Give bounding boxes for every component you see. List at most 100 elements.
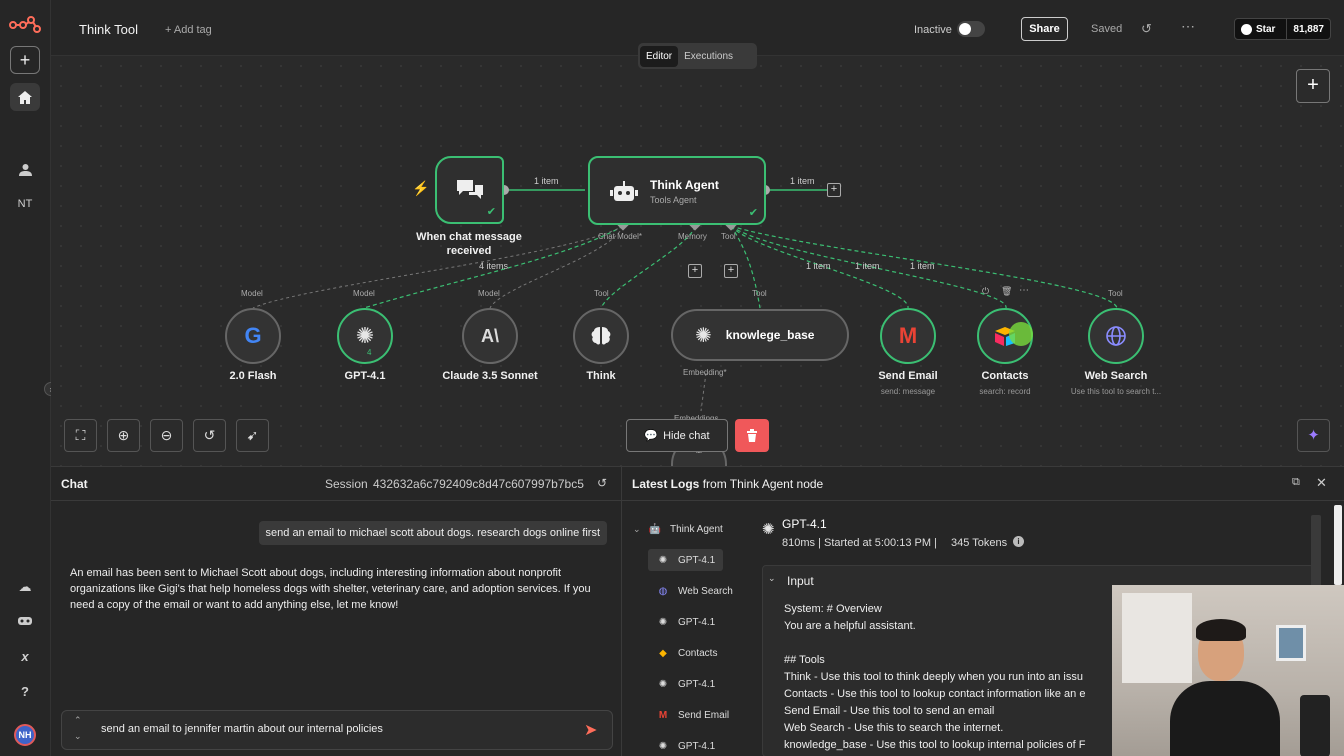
history-up-icon[interactable]: ⌃ xyxy=(74,715,82,725)
agent-subtitle: Tools Agent xyxy=(650,195,697,205)
chat-icon: 💬 xyxy=(644,430,659,442)
history-down-icon[interactable]: ⌄ xyxy=(74,731,82,741)
openai-icon: ✺ xyxy=(762,521,775,538)
think-tool-node[interactable] xyxy=(573,308,629,364)
gpt-model-node[interactable]: ✺ 4 xyxy=(337,308,393,364)
hide-chat-label: Hide chat xyxy=(663,429,710,442)
log-tree-item[interactable]: ◆Contacts xyxy=(656,642,717,664)
globe-icon xyxy=(1106,326,1126,346)
active-toggle[interactable] xyxy=(957,21,985,37)
log-detail-title: GPT-4.1 xyxy=(782,517,827,531)
think-agent-node[interactable]: Think Agent Tools Agent ✔ xyxy=(588,156,766,225)
embeddings-label: Embeddings xyxy=(674,414,718,423)
input-line: You are a helpful assistant. xyxy=(784,620,916,632)
log-tree-item[interactable]: ✺GPT-4.1 xyxy=(656,673,715,695)
gemini-model-node[interactable]: G xyxy=(225,308,281,364)
input-label[interactable]: Input xyxy=(787,574,814,588)
log-tree-item[interactable]: ◍Web Search xyxy=(656,580,733,602)
add-button[interactable]: + xyxy=(10,46,40,74)
help-icon[interactable]: ? xyxy=(21,683,29,699)
avatar[interactable]: NH xyxy=(14,724,36,746)
subnode-type-label: Model xyxy=(478,289,500,298)
chat-trigger-label-line1: When chat message xyxy=(416,231,522,243)
log-tree-label: GPT-4.1 xyxy=(678,740,716,752)
logs-title: Latest Logs from Think Agent node xyxy=(632,477,823,491)
tidy-up-button[interactable]: ➹ xyxy=(236,419,269,452)
ai-assistant-button[interactable]: ✦ xyxy=(1297,419,1330,452)
zoom-out-button[interactable]: ⊖ xyxy=(150,419,183,452)
fit-view-button[interactable]: ⛶ xyxy=(64,419,97,452)
workflow-canvas[interactable]: ⚡ ✔ When chat message received 1 item Th… xyxy=(51,56,1344,466)
workflow-title[interactable]: Think Tool xyxy=(79,22,139,37)
popout-icon[interactable]: ⧉ xyxy=(1292,476,1300,488)
knowledge-base-node[interactable]: ✺ knowlege_base xyxy=(671,309,849,361)
cloud-icon[interactable]: ☁ xyxy=(18,579,32,594)
node-delete-icon[interactable]: 🗑 xyxy=(1001,286,1013,296)
success-check-icon: ✔ xyxy=(748,207,758,219)
contacts-node[interactable] xyxy=(977,308,1033,364)
webcam-person-hair xyxy=(1196,619,1246,641)
log-tree-item-selected[interactable]: ✺GPT-4.1 xyxy=(648,549,724,571)
webcam-window xyxy=(1122,593,1192,683)
github-star-button[interactable]: Star 81,887 xyxy=(1234,18,1331,40)
claude-model-node[interactable]: A\ xyxy=(462,308,518,364)
trash-icon xyxy=(747,429,757,442)
add-node-plus-icon[interactable]: + xyxy=(827,183,841,197)
scrollbar-outer[interactable] xyxy=(1334,505,1342,585)
project-initials[interactable]: NT xyxy=(17,198,33,210)
subnode-type-label: Model xyxy=(241,289,263,298)
log-tree-item[interactable]: ✺GPT-4.1 xyxy=(656,735,715,756)
add-memory-plus-icon[interactable]: + xyxy=(688,264,702,278)
tree-collapse-icon[interactable]: ⌄ xyxy=(633,524,641,534)
subnode-sub: search: record xyxy=(979,387,1031,396)
openai-icon: ✺ xyxy=(658,554,668,566)
zoom-in-button[interactable]: ⊕ xyxy=(107,419,140,452)
info-icon[interactable]: i xyxy=(1013,536,1024,547)
variables-icon[interactable]: x xyxy=(21,648,29,664)
log-tree-label: GPT-4.1 xyxy=(678,678,716,690)
subnode-label: 2.0 Flash xyxy=(229,370,277,382)
log-tree-item[interactable]: ✺GPT-4.1 xyxy=(656,611,715,633)
port-memory: Memory xyxy=(678,232,707,241)
delete-execution-button[interactable] xyxy=(735,419,769,452)
edge-label-tool-c: 1 item xyxy=(910,261,935,271)
add-node-button[interactable]: + xyxy=(1296,69,1330,103)
more-menu-icon[interactable]: ⋯ xyxy=(1181,18,1195,34)
tab-editor[interactable]: Editor xyxy=(640,45,679,67)
log-tree-item[interactable]: 🤖Think Agent xyxy=(648,518,723,540)
home-icon[interactable] xyxy=(10,83,40,111)
node-more-icon[interactable]: ⋯ xyxy=(1019,285,1029,296)
reset-session-icon[interactable]: ↺ xyxy=(597,476,608,490)
share-button[interactable]: Share xyxy=(1021,17,1068,41)
chat-input-box[interactable]: ⌃ ⌄ send an email to jennifer martin abo… xyxy=(61,710,613,750)
close-icon[interactable]: ✕ xyxy=(1316,475,1327,490)
chat-header: Chat Session 432632a6c792409c8d47c607997… xyxy=(51,467,621,501)
tab-executions[interactable]: Executions xyxy=(684,50,734,62)
node-power-icon[interactable]: ⏻ xyxy=(982,286,990,296)
logs-header: Latest Logs from Think Agent node ⧉ ✕ xyxy=(622,467,1344,501)
chat-trigger-node[interactable]: ✔ xyxy=(435,156,504,224)
connections-layer xyxy=(252,185,1118,412)
templates-icon[interactable] xyxy=(10,607,40,635)
hide-chat-button[interactable]: 💬 Hide chat xyxy=(626,419,728,452)
web-search-node[interactable] xyxy=(1088,308,1144,364)
scrollbar[interactable] xyxy=(1311,515,1321,587)
run-count-badge: 4 xyxy=(367,348,372,357)
send-email-node[interactable]: M xyxy=(880,308,936,364)
add-tool-plus-icon[interactable]: + xyxy=(724,264,738,278)
reset-view-button[interactable]: ↺ xyxy=(193,419,226,452)
port-tool: Tool xyxy=(721,232,736,241)
user-icon[interactable] xyxy=(10,155,40,183)
n8n-logo[interactable] xyxy=(9,16,41,34)
chat-panel: Chat Session 432632a6c792409c8d47c607997… xyxy=(51,466,622,756)
add-tag-link[interactable]: + Add tag xyxy=(165,24,212,36)
brain-icon xyxy=(591,327,611,345)
edge-label-agent-out: 1 item xyxy=(790,176,815,186)
input-line: knowledge_base - Use this tool to lookup… xyxy=(784,739,1086,751)
chat-input-field[interactable]: send an email to jennifer martin about o… xyxy=(101,723,383,735)
send-icon[interactable]: ➤ xyxy=(584,722,598,739)
input-collapse-icon[interactable]: ⌄ xyxy=(768,573,776,583)
subnode-type-label: Tool xyxy=(752,289,767,298)
history-icon[interactable]: ↺ xyxy=(1141,21,1152,36)
